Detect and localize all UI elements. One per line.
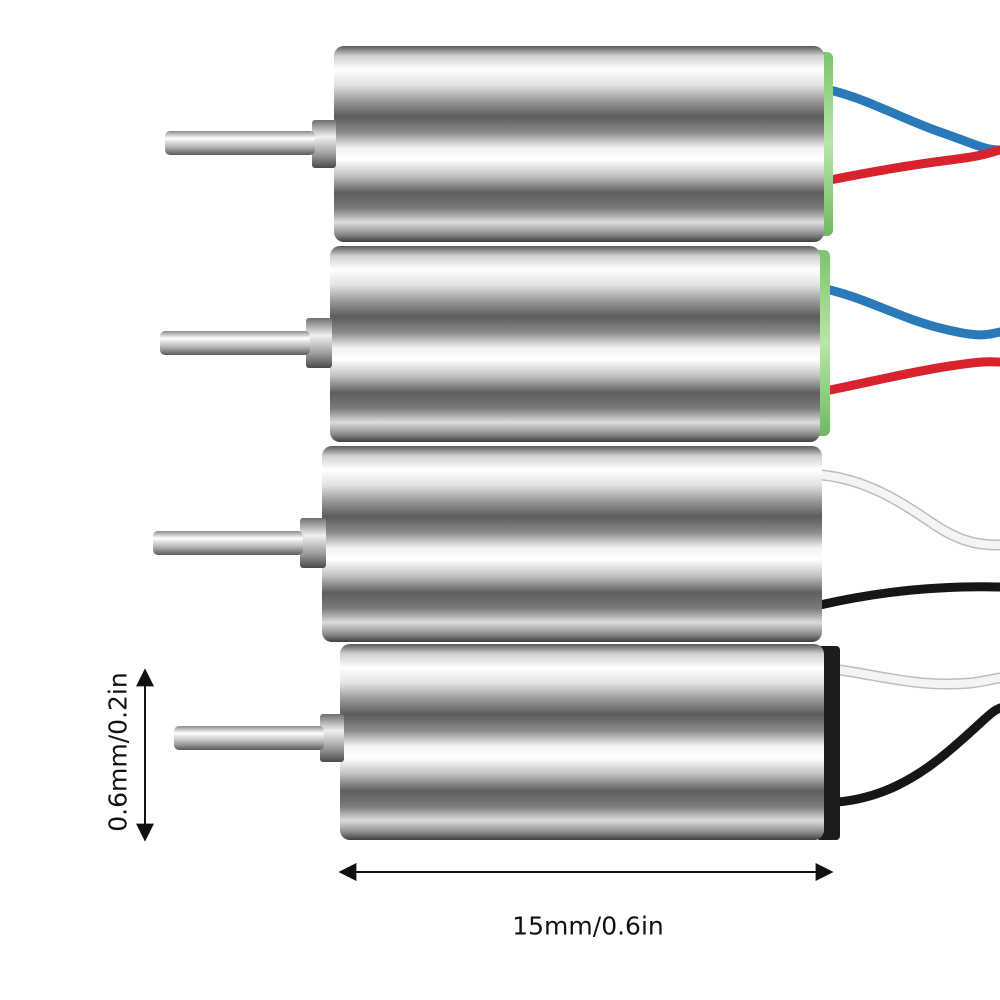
motor-shaft xyxy=(174,726,324,750)
shaft-collar xyxy=(300,518,326,568)
motor-shaft xyxy=(165,131,315,155)
motor-can xyxy=(334,46,824,242)
red-wire xyxy=(825,357,1000,395)
motor-2 xyxy=(160,246,1000,442)
motor-3 xyxy=(153,446,1000,642)
shaft-collar xyxy=(312,120,336,168)
red-wire xyxy=(825,145,1000,185)
shaft-collar xyxy=(306,318,332,368)
height-dimension-label: 0.6mm/0.2in xyxy=(103,672,133,832)
width-dimension-label: 15mm/0.6in xyxy=(512,911,664,941)
motor-can xyxy=(330,246,820,442)
black-wire xyxy=(833,703,1000,807)
motor-can xyxy=(322,446,822,642)
motor-4 xyxy=(174,644,1000,840)
black-wire xyxy=(815,582,1000,610)
motor-shaft xyxy=(160,331,310,355)
shaft-collar xyxy=(320,714,344,762)
blue-wire xyxy=(825,285,1000,340)
white-wire xyxy=(836,666,1000,689)
white-wire xyxy=(818,471,1000,549)
motor-shaft xyxy=(153,531,303,555)
blue-wire xyxy=(825,85,1000,155)
motor-1 xyxy=(165,46,1000,242)
motor-can xyxy=(340,644,824,840)
